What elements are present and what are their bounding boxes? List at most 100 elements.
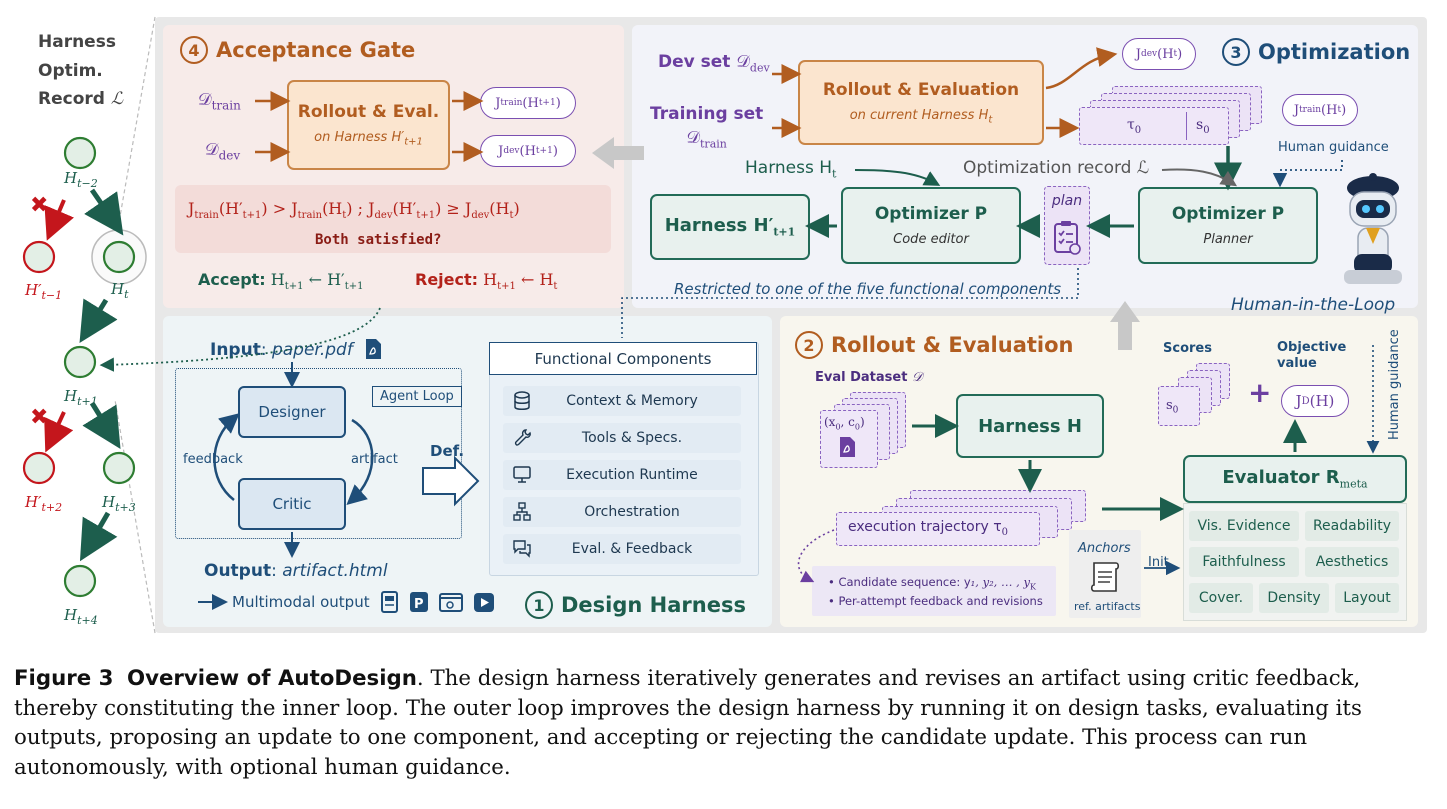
plan-box[interactable]: plan xyxy=(1044,186,1090,265)
accept-rhs-sub: t+1 xyxy=(344,281,364,293)
harness-next-box[interactable]: Harness H′t+1 xyxy=(650,194,810,260)
record-title-word: Record xyxy=(38,89,105,109)
tau-divider xyxy=(1186,112,1187,140)
criterion-aesthetics: Aesthetics xyxy=(1305,547,1399,577)
node-label-sym: H xyxy=(64,606,78,624)
fc-execution-runtime[interactable]: Execution Runtime xyxy=(503,460,741,490)
criterion-cover: Cover. xyxy=(1189,583,1253,613)
node-label-t+1: Ht+1 xyxy=(64,387,98,408)
chat-icon xyxy=(513,540,531,558)
planner-box[interactable]: Optimizer P Planner xyxy=(1138,187,1318,264)
evaluator-box[interactable]: Evaluator Rmeta xyxy=(1183,455,1407,503)
optim-number-badge: 3 xyxy=(1222,38,1250,66)
critic-box[interactable]: Critic xyxy=(238,478,346,530)
gate-rollout-box[interactable]: Rollout & Eval. on Harness H′t+1 xyxy=(287,80,450,170)
record-title-symbol: ℒ xyxy=(110,89,124,109)
fc-tools-specs[interactable]: Tools & Specs. xyxy=(503,423,741,453)
cond-p4: ) ; J xyxy=(346,199,375,218)
evaluator-label: Evaluator Rmeta xyxy=(1222,467,1367,491)
record-title-line3: Record ℒ xyxy=(38,85,123,114)
cond-p1: (H′ xyxy=(218,199,243,218)
anchors-label: Anchors xyxy=(1078,541,1131,556)
optim-title-text: Optimization xyxy=(1258,40,1411,64)
fc-row-label: Orchestration xyxy=(584,504,680,520)
optim-harness-label: Harness Ht xyxy=(745,158,836,180)
optim-rollout-subtitle: on current Harness Ht xyxy=(850,108,993,126)
fc-orchestration[interactable]: Orchestration xyxy=(503,497,741,527)
gate-input-dev: 𝒟dev xyxy=(205,140,240,162)
design-output: Output: artifact.html xyxy=(204,561,388,581)
optim-s: s0 xyxy=(1196,117,1210,136)
cond-p2: ) > J xyxy=(261,199,298,218)
edge-t-to-t+1 xyxy=(79,298,118,344)
code-editor-box[interactable]: Optimizer P Code editor xyxy=(841,187,1021,264)
ref-artifacts-label: ref. artifacts xyxy=(1074,600,1141,613)
node-t xyxy=(102,240,136,274)
optim-rollout-box[interactable]: Rollout & Evaluation on current Harness … xyxy=(798,60,1044,145)
cond-p7: (H xyxy=(489,199,510,218)
accept-expr: Ht+1 ← H′t+1 xyxy=(271,270,364,293)
criterion-vis-evidence: Vis. Evidence xyxy=(1189,511,1299,541)
optim-human-guidance: Human guidance xyxy=(1278,140,1389,155)
criterion-layout: Layout xyxy=(1335,583,1399,613)
database-icon xyxy=(514,391,530,410)
tau-sym: τ xyxy=(1127,117,1135,133)
caption-figure-title: Overview of AutoDesign xyxy=(126,666,417,691)
rollout-title: 2 Rollout & Evaluation xyxy=(795,331,1073,359)
gate-input-sub: dev xyxy=(218,148,241,163)
node-label-sym: H xyxy=(111,280,125,298)
fc-title: Functional Components xyxy=(489,342,757,375)
gate-condition: Jtrain(H′t+1) > Jtrain(Ht) ; Jdev(H′t+1)… xyxy=(188,199,520,222)
reject-lhs-sub: t+1 xyxy=(497,281,516,293)
train-set-label: Training set xyxy=(650,104,764,124)
robot-mascot-icon xyxy=(1344,173,1402,284)
design-title-text: Design Harness xyxy=(561,593,746,617)
rollout-trajectory: execution trajectory τ0 xyxy=(848,519,1008,538)
fc-context-memory[interactable]: Context & Memory xyxy=(503,386,741,416)
train-set-sym: 𝒟train xyxy=(650,128,763,150)
eval-pair: (x0, c0) xyxy=(824,415,865,431)
trajectory-text: execution trajectory τ xyxy=(848,519,1002,535)
node-label-sub: t+3 xyxy=(115,501,136,514)
checklist-icon xyxy=(1054,221,1081,255)
rollout-title-text: Rollout & Evaluation xyxy=(831,333,1074,357)
jd-sym: J xyxy=(1295,392,1302,410)
gate-box-title: Rollout & Eval. xyxy=(297,102,440,123)
design-input: Input: paper.pdf xyxy=(210,340,353,360)
fc-row-label: Context & Memory xyxy=(566,393,698,409)
pill-sub: train xyxy=(1299,105,1322,115)
pill-arg-sub: t+1 xyxy=(535,146,553,156)
optim-rollout-title: Rollout & Evaluation xyxy=(822,79,1020,100)
optim-arrows xyxy=(621,47,1343,338)
critic-label: Critic xyxy=(272,495,312,513)
rollout-harness-text: Harness H xyxy=(978,415,1082,437)
bullet1-rest: ₁, y₂, … , y xyxy=(970,575,1030,589)
record-title-line2: Optim. xyxy=(38,60,103,81)
designer-label: Designer xyxy=(258,403,326,421)
optim-title: 3 Optimization xyxy=(1222,38,1410,66)
gate-accept: Accept: Ht+1 ← H′t+1 xyxy=(198,270,363,292)
eval-dataset-sym: 𝒟 xyxy=(911,370,923,385)
pill-arg: (H xyxy=(1321,102,1338,118)
rollout-harness-box[interactable]: Harness H xyxy=(956,394,1104,458)
gate-title: 4 Acceptance Gate xyxy=(180,36,415,64)
record-title: Harness Optim. Record ℒ xyxy=(38,28,123,114)
reject-cross-icon: ✖ xyxy=(30,405,49,430)
fc-eval-feedback[interactable]: Eval. & Feedback xyxy=(503,534,741,564)
node-label-sub: t−2 xyxy=(77,177,98,190)
optim-dev-set: Dev set 𝒟dev xyxy=(658,52,770,74)
node-label-t: Ht xyxy=(111,280,129,301)
trajectory-sub: 0 xyxy=(1001,526,1009,538)
gate-box-subtitle: on Harness H′t+1 xyxy=(314,130,423,148)
optim-tau: τ0 xyxy=(1127,117,1141,136)
rollout-number-badge: 2 xyxy=(795,331,823,359)
designer-box[interactable]: Designer xyxy=(238,386,346,438)
accept-rhs: ← H′ xyxy=(303,270,345,289)
eval-dataset-text: Eval Dataset xyxy=(815,370,908,385)
node-label-sub: t−1 xyxy=(41,289,63,302)
grey-flow-arrows xyxy=(592,137,1140,350)
node-label-sub: t+1 xyxy=(77,395,98,408)
dev-set-sym: 𝒟dev xyxy=(736,52,769,74)
